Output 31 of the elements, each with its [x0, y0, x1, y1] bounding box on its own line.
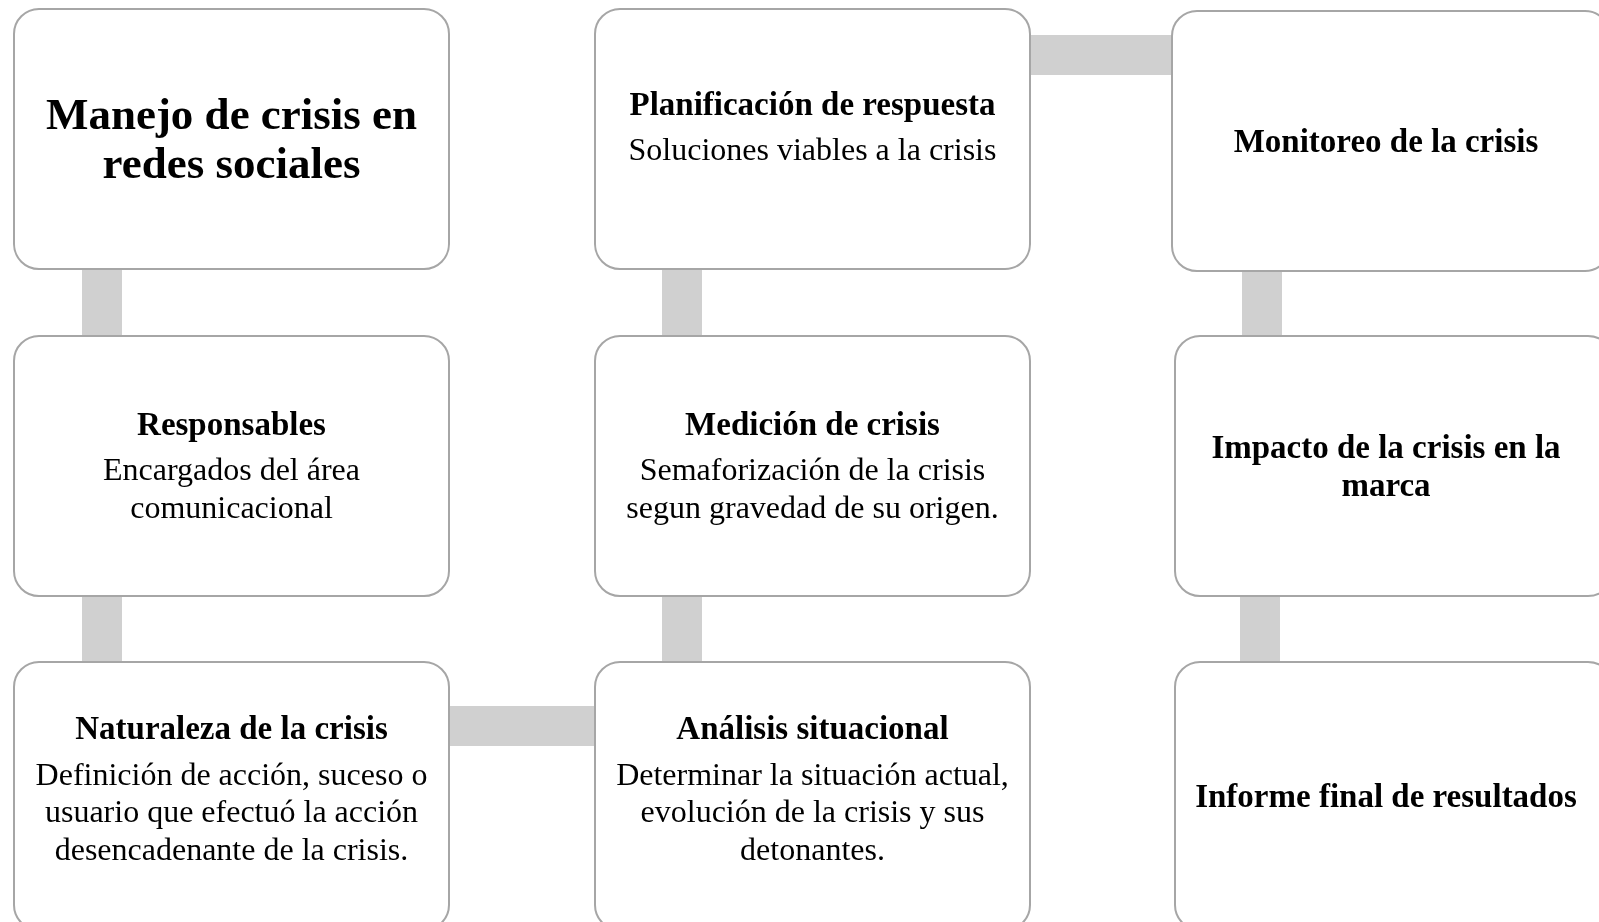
process-box: [594, 335, 1031, 597]
process-box: [594, 661, 1031, 922]
process-box: [1174, 661, 1599, 922]
box-heading: Análisis situacional: [676, 709, 949, 748]
process-box: [1174, 335, 1599, 597]
box-description: Definición de acción, suceso o usuario que efectuó la acción desencadenante de la crisis.: [34, 755, 429, 869]
box-heading: Medición de crisis: [685, 405, 940, 444]
connector-bar: [82, 597, 122, 661]
connector-bar: [662, 597, 702, 661]
connector-bar: [1242, 272, 1282, 335]
connector-bar: [662, 270, 702, 335]
box-description: Soluciones viables a la crisis: [628, 131, 997, 169]
connector-bar: [1240, 597, 1280, 661]
box-heading: Manejo de crisis en redes sociales: [44, 89, 419, 189]
process-box: [13, 8, 450, 270]
box-heading: Impacto de la crisis en la marca: [1210, 427, 1562, 505]
connector-bar: [82, 270, 122, 335]
box-heading: Monitoreo de la crisis: [1233, 121, 1539, 161]
process-box: [594, 8, 1031, 270]
box-heading: Planificación de respuesta: [629, 85, 996, 124]
process-box: [1171, 10, 1599, 272]
box-description: Semaforización de la crisis segun gravedad de su origen.: [625, 451, 1000, 527]
connector-bar: [450, 706, 594, 746]
box-heading: Responsables: [137, 405, 326, 444]
box-description: Determinar la situación actual, evolución de la crisis y sus detonantes.: [615, 755, 1010, 869]
box-heading: Informe final de resultados: [1195, 776, 1577, 816]
box-description: Encargados del área comunicacional: [101, 451, 361, 527]
process-box: [13, 661, 450, 922]
process-box: [13, 335, 450, 597]
connector-bar: [1031, 35, 1171, 75]
box-heading: Naturaleza de la crisis: [75, 709, 388, 748]
